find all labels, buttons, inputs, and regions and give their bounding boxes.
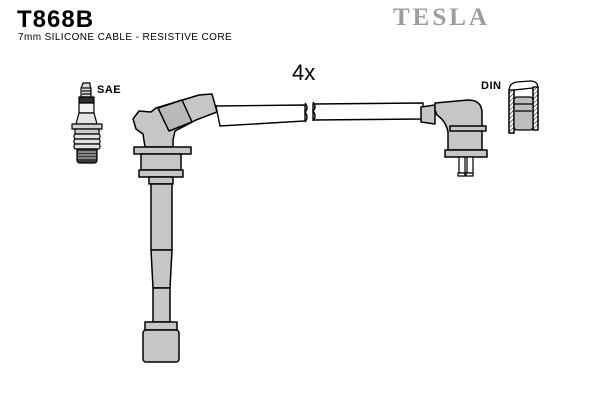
cable <box>215 101 424 127</box>
part-number: T868B <box>17 6 95 33</box>
terminal-prongs <box>457 156 474 177</box>
cable-break-mark <box>304 102 308 123</box>
quantity-label: 4x <box>292 60 316 85</box>
spark-plug-boot <box>132 93 218 363</box>
distributor-boot <box>420 99 488 177</box>
din-label: DIN <box>481 80 502 92</box>
sae-label: SAE <box>97 84 122 96</box>
terminal-cross-section <box>508 80 539 134</box>
brand-logo: TESLA <box>393 4 490 31</box>
cable-break-mark <box>312 101 316 122</box>
cable-spec-subtitle: 7mm SILICONE CABLE - RESISTIVE CORE <box>18 32 233 43</box>
spark-plug-icon <box>71 82 103 164</box>
